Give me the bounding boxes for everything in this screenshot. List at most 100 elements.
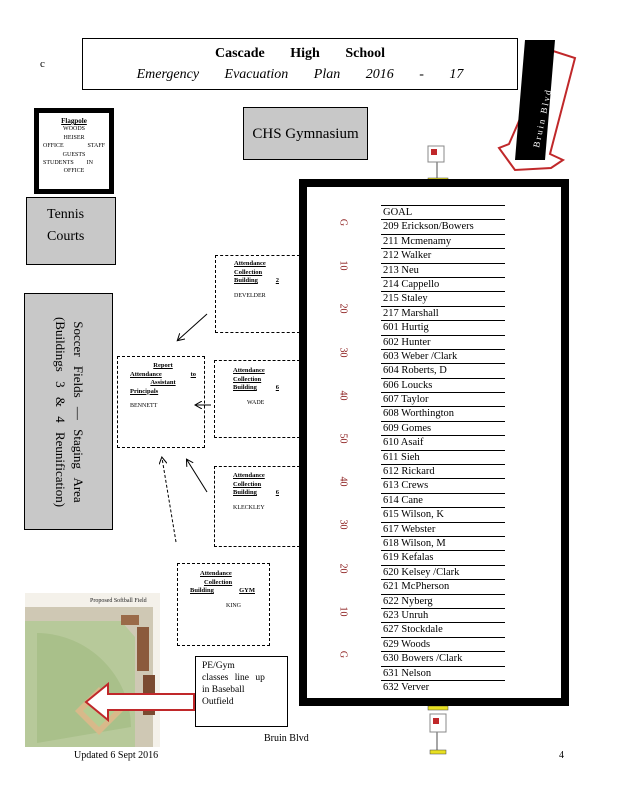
flagpole-row: GUESTS (62, 151, 86, 158)
roster-row: 613 Crews (381, 478, 505, 492)
softball-caption: Proposed Softball Field (90, 598, 147, 604)
box-heading: Principals (130, 387, 159, 395)
yard-marker: G (337, 650, 349, 659)
roster-row: 617 Webster (381, 521, 505, 536)
roster-row: 622 Nyberg (381, 593, 505, 608)
box-heading: Attendance (234, 260, 266, 267)
softball-field-image (25, 593, 160, 747)
box-staff-name: BENNETT (130, 403, 158, 409)
roster-row: 609 Gomes (381, 420, 505, 435)
flagpole-row: OFFICE (63, 168, 85, 175)
roster-row: 627 Stockdale (381, 622, 505, 636)
yard-marker: G (337, 218, 349, 227)
yard-marker: 40 (337, 476, 349, 487)
box-staff-name: WADE (247, 399, 265, 406)
flagpole-cell: OFFICE (43, 143, 64, 150)
arrow-line (187, 460, 208, 493)
roster-row: 604 Roberts, D (381, 363, 505, 377)
roster-row: 631 Nelson (381, 665, 505, 680)
roster-goal: GOAL (381, 205, 505, 219)
roster-row: 212 Walker (381, 248, 505, 262)
roster-row: 611 Sieh (381, 449, 505, 464)
pe-note-line: classes line up (202, 673, 265, 683)
box-heading: Collection (233, 480, 262, 488)
box-heading: Attendance (200, 570, 232, 577)
flagpole-row: STUDENTS IN (39, 159, 109, 167)
roster-row: 619 Kefalas (381, 550, 505, 564)
pe-note-line: in Baseball (202, 685, 245, 695)
roster-row: 629 Woods (381, 636, 505, 651)
soccer-staging-area: Soccer Fields — Staging Area (Buildings … (24, 293, 113, 530)
tennis-courts: Tennis Courts (26, 197, 116, 265)
roster-row: 623 Unruh (381, 607, 505, 622)
roster-row: 614 Cane (381, 492, 505, 507)
box-staff-name: KING (226, 602, 241, 609)
north-arrow-body (515, 40, 555, 160)
title-box: Cascade High School Emergency Evacuation… (82, 38, 518, 90)
updated-date: Updated 6 Sept 2016 (74, 750, 159, 761)
roster-row: 610 Asaif (381, 435, 505, 449)
title-plan: Emergency Evacuation Plan 2016 - 17 (136, 67, 464, 82)
roster-row: 213 Neu (381, 262, 505, 277)
pe-note-line: Outfield (202, 697, 234, 707)
yard-marker: 40 (337, 390, 349, 401)
box-staff-name: DEVELDER (234, 292, 266, 299)
arrow-line (178, 313, 208, 340)
flagpole-row: OFFICE STAFF (39, 142, 109, 150)
roster-row: 214 Cappello (381, 276, 505, 291)
roster-row: 603 Weber /Clark (381, 348, 505, 363)
yard-marker: 30 (337, 347, 349, 358)
flagpole-cell: STUDENTS (43, 160, 74, 167)
roster-row: 630 Bowers /Clark (381, 651, 505, 665)
roster-row: 620 Kelsey /Clark (381, 564, 505, 579)
box-heading: Attendance (233, 472, 265, 479)
box-heading: Assistant (150, 379, 176, 386)
yard-marker: 50 (337, 433, 349, 444)
roster-row: 215 Staley (381, 291, 505, 305)
flagpole-cell: STAFF (87, 143, 105, 150)
north-arrow: Bruin Blvd (497, 40, 577, 172)
roster-row: 602 Hunter (381, 334, 505, 349)
box-heading: Report (153, 362, 173, 369)
box-staff-name: KLECKLEY (233, 504, 265, 511)
roster-row: 615 Wilson, K (381, 507, 505, 521)
roster-row: 618 Wilson, M (381, 535, 505, 550)
roster-row: 209 Erickson/Bowers (381, 219, 505, 233)
yard-marker: 10 (337, 606, 349, 617)
roster-row: 607 Taylor (381, 392, 505, 406)
corner-mark: c (40, 58, 45, 70)
gymnasium-label: CHS Gymnasium (243, 107, 368, 160)
flagpole-box: Flagpole WOODS HEISER OFFICE STAFF GUEST… (34, 108, 114, 194)
yard-marker: 30 (337, 519, 349, 530)
yard-marker: 20 (337, 303, 349, 314)
flagpole-row: HEISER (63, 134, 85, 141)
flagpole-title: Flagpole (61, 117, 87, 125)
yard-marker: 10 (337, 260, 349, 271)
tennis-line: Courts (47, 229, 85, 244)
box-heading: Collection (234, 268, 263, 276)
outfield-arrow (84, 682, 195, 722)
roster-row: 211 Mcmenamy (381, 233, 505, 248)
roster-row: 612 Rickard (381, 464, 505, 478)
roster-row: 601 Hurtig (381, 320, 505, 334)
flagpole-row: WOODS (63, 126, 85, 133)
roster-row: 217 Marshall (381, 305, 505, 320)
pe-note-line: PE/Gym (202, 661, 235, 671)
flagpole-cell: IN (86, 160, 93, 167)
page-number: 4 (559, 750, 564, 761)
pe-gym-note: PE/Gym classes line up in Baseball Outfi… (195, 656, 288, 727)
box-heading: Collection (233, 375, 262, 383)
